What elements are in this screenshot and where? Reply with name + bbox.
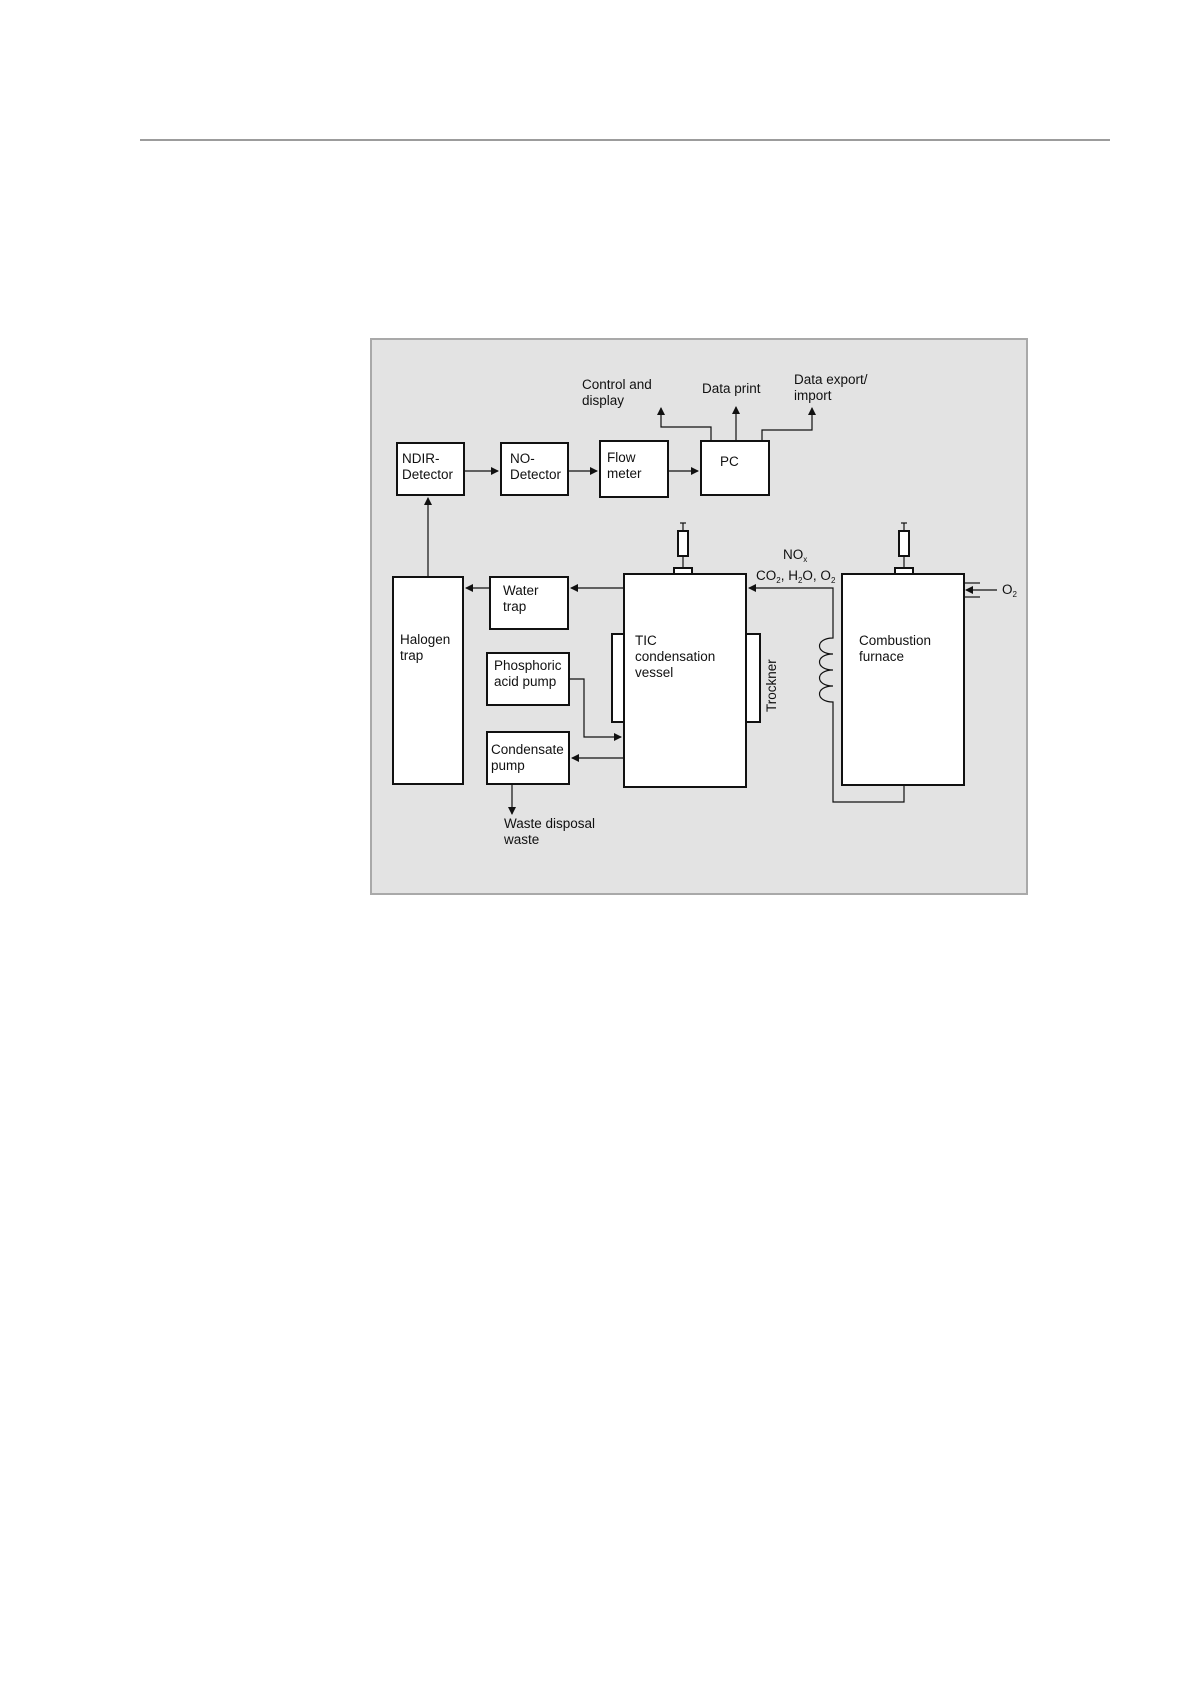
o2-inlet-label: O2: [1002, 582, 1018, 599]
data-print-label: Data print: [702, 381, 761, 396]
combustion-furnace-label: furnace: [859, 649, 904, 664]
ndir-detector-label: NDIR-: [402, 451, 440, 466]
gas-mixture-label: CO2, H2O, O2: [756, 568, 836, 585]
pc-label: PC: [720, 454, 739, 469]
control-display-label: Control and: [582, 377, 652, 392]
tic-vessel-label: TIC: [635, 633, 657, 648]
syringe-icon: [674, 523, 692, 574]
waste-label: Waste disposal: [504, 816, 595, 831]
no-detector-box: NO- Detector: [501, 443, 568, 495]
halogen-trap-box: Halogen trap: [393, 577, 463, 784]
arrow-pc-to-control: [661, 408, 711, 441]
arrow-pc-to-export: [762, 408, 812, 441]
combustion-furnace-label: Combustion: [859, 633, 931, 648]
flow-meter-label: meter: [607, 466, 642, 481]
halogen-trap-label: Halogen: [400, 632, 450, 647]
condensate-pump-label: pump: [491, 758, 525, 773]
tic-condensation-vessel: TIC condensation vessel: [612, 574, 760, 787]
combustion-furnace-box: Combustion furnace: [842, 574, 964, 785]
control-display-label: display: [582, 393, 624, 408]
gas-composition-label: NOx CO2, H2O, O2: [756, 547, 836, 585]
gas-no-label: NOx: [783, 547, 807, 564]
tic-vessel-label: condensation: [635, 649, 715, 664]
water-trap-label: Water: [503, 583, 539, 598]
ndir-detector-box: NDIR- Detector: [397, 443, 464, 495]
pc-box: PC: [701, 441, 769, 495]
no-detector-label: Detector: [510, 467, 562, 482]
ndir-detector-label: Detector: [402, 467, 454, 482]
tic-vessel-label: vessel: [635, 665, 673, 680]
waste-label: waste: [503, 832, 539, 847]
flow-meter-box: Flow meter: [600, 441, 668, 497]
phosphoric-pump-label: acid pump: [494, 674, 556, 689]
water-trap-box: Water trap: [490, 577, 568, 629]
syringe-icon: [895, 523, 913, 574]
flow-meter-label: Flow: [607, 450, 636, 465]
phosphoric-pump-label: Phosphoric: [494, 658, 562, 673]
condensate-pump-label: Condensate: [491, 742, 564, 757]
data-export-label: Data export/: [794, 372, 868, 387]
trockner-label: Trockner: [764, 659, 779, 712]
no-detector-label: NO-: [510, 451, 535, 466]
water-trap-label: trap: [503, 599, 526, 614]
phosphoric-acid-pump-box: Phosphoric acid pump: [487, 653, 569, 705]
condensate-pump-box: Condensate pump: [487, 732, 569, 784]
data-export-label: import: [794, 388, 832, 403]
halogen-trap-label: trap: [400, 648, 423, 663]
